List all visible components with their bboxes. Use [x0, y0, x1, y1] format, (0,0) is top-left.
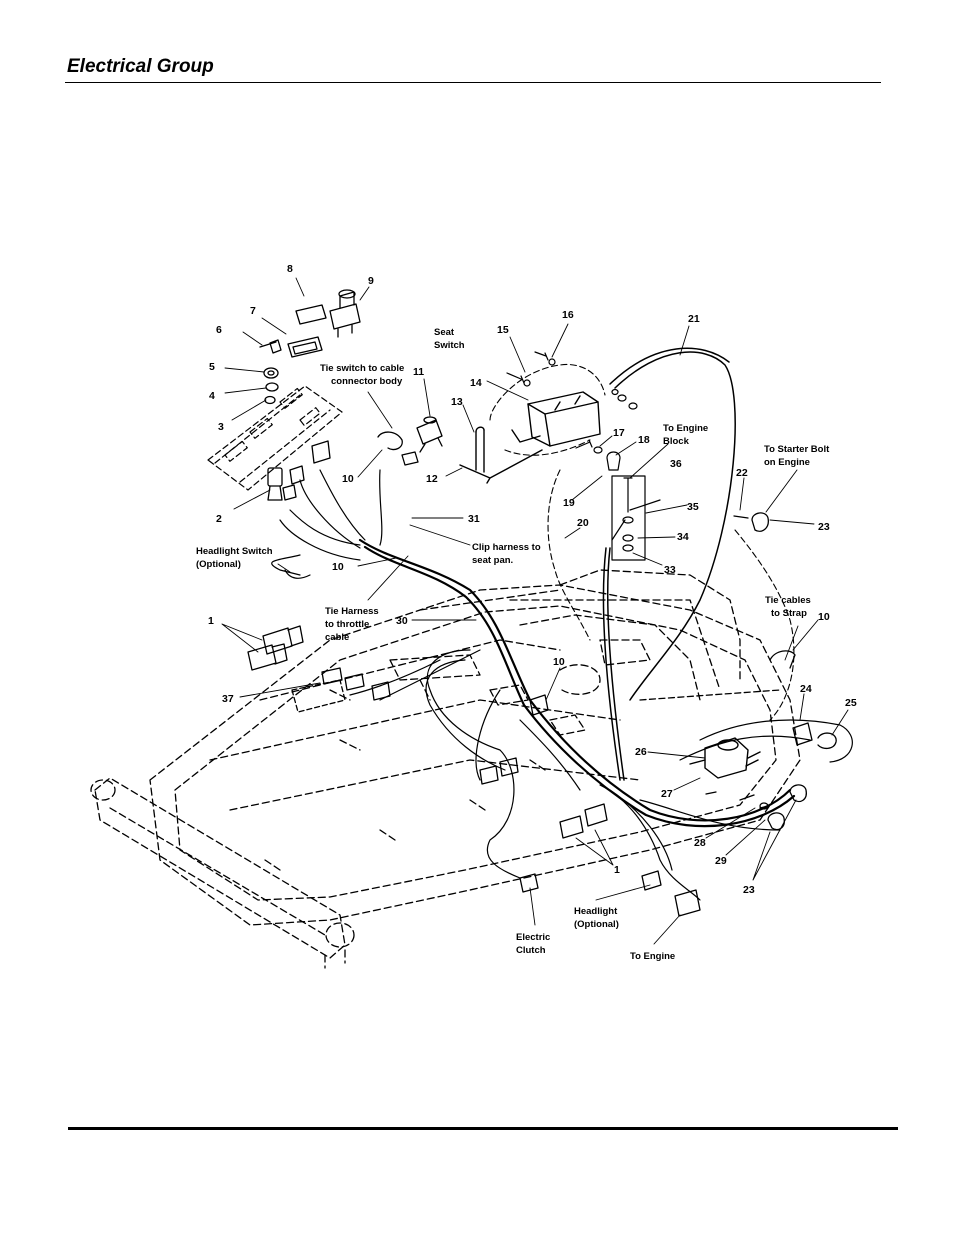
callout-26: 26	[635, 746, 647, 758]
label-clip-harness-2: seat pan.	[472, 555, 513, 566]
callout-6: 6	[216, 324, 222, 336]
battery-bracket-dashed	[489, 363, 606, 641]
callout-7: 7	[250, 305, 256, 317]
callout-28: 28	[694, 837, 706, 849]
callout-37: 37	[222, 693, 234, 705]
callout-5: 5	[209, 361, 215, 373]
callout-23-bottom: 23	[743, 884, 755, 896]
callout-35: 35	[687, 501, 699, 513]
callout-15: 15	[497, 324, 509, 336]
label-clip-harness-1: Clip harness to	[472, 542, 541, 553]
label-seat-switch-2: Switch	[434, 340, 465, 351]
label-to-starter-bolt-1: To Starter Bolt	[764, 444, 830, 455]
callout-10-harness: 10	[332, 561, 344, 573]
ground-hardware	[611, 475, 661, 561]
label-headlight-switch-2: (Optional)	[196, 559, 241, 570]
label-headlight-2: (Optional)	[574, 919, 619, 930]
dash-panel	[207, 385, 343, 491]
starter-solenoid	[689, 737, 761, 779]
callout-14: 14	[470, 377, 482, 389]
label-tie-cables-2: to Strap	[771, 608, 807, 619]
label-tie-harness-1: Tie Harness	[325, 606, 379, 617]
callout-31: 31	[468, 513, 480, 525]
battery-cables	[602, 347, 736, 781]
callout-16: 16	[562, 309, 574, 321]
callout-36: 36	[670, 458, 682, 470]
callout-21: 21	[688, 313, 700, 325]
callout-17: 17	[613, 427, 625, 439]
leader-lines	[221, 277, 849, 945]
callout-13: 13	[451, 396, 463, 408]
label-to-engine-block-2: Block	[663, 436, 690, 447]
callout-27: 27	[661, 788, 673, 800]
label-tie-switch-2: connector body	[331, 376, 403, 387]
label-headlight-1: Headlight	[574, 906, 618, 917]
battery	[459, 391, 601, 484]
label-to-starter-bolt-2: on Engine	[764, 457, 810, 468]
callout-19: 19	[563, 497, 575, 509]
label-tie-harness-2: to throttle	[325, 619, 369, 630]
callout-11: 11	[413, 366, 424, 378]
label-headlight-switch-1: Headlight Switch	[196, 546, 273, 557]
label-seat-switch-1: Seat	[434, 327, 455, 338]
callout-29: 29	[715, 855, 727, 867]
callout-10-center: 10	[553, 656, 565, 668]
label-electric-clutch-2: Clutch	[516, 945, 546, 956]
callout-24: 24	[800, 683, 812, 695]
header-rule	[65, 82, 881, 83]
label-to-engine: To Engine	[630, 951, 675, 962]
callout-2: 2	[216, 513, 222, 525]
callout-23-top: 23	[818, 521, 830, 533]
callout-30: 30	[396, 615, 408, 627]
key-switch	[267, 467, 283, 501]
dash-parts	[259, 289, 361, 405]
callout-12: 12	[426, 473, 438, 485]
callout-10-strap: 10	[818, 611, 830, 623]
label-tie-cables-1: Tie cables	[765, 595, 811, 606]
footer-rule	[68, 1127, 898, 1130]
callout-3: 3	[218, 421, 224, 433]
callout-18: 18	[638, 434, 650, 446]
starter-cable-dashed	[734, 529, 795, 721]
callout-8: 8	[287, 263, 293, 275]
callout-33: 33	[664, 564, 676, 576]
callout-34: 34	[677, 531, 689, 543]
fuse-holder	[792, 722, 837, 750]
callout-10-seat: 10	[342, 473, 354, 485]
label-to-engine-block-1: To Engine	[663, 423, 708, 434]
label-tie-harness-3: cable	[325, 632, 349, 643]
front-axle	[90, 777, 355, 969]
terminal-boots	[705, 512, 807, 831]
callout-1-left: 1	[208, 615, 214, 627]
label-electric-clutch-1: Electric	[516, 932, 550, 943]
seat-switch	[377, 416, 443, 466]
connectors	[247, 440, 701, 917]
callout-1-right: 1	[614, 864, 620, 876]
callout-9: 9	[368, 275, 374, 287]
callout-25: 25	[845, 697, 857, 709]
main-harness	[358, 538, 796, 828]
page-title: Electrical Group	[67, 56, 214, 77]
callout-4: 4	[209, 390, 215, 402]
chassis-frame	[149, 569, 801, 926]
battery-hardware	[506, 351, 638, 471]
callout-22: 22	[736, 467, 748, 479]
label-tie-switch-1: Tie switch to cable	[320, 363, 404, 374]
callout-20: 20	[577, 517, 589, 529]
cable-strap	[639, 650, 796, 701]
